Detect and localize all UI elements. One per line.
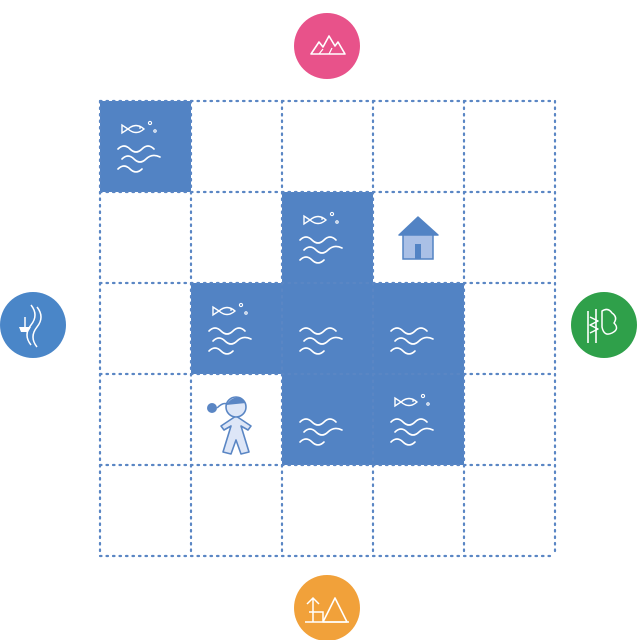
empty-cell[interactable] [191,101,282,192]
empty-cell[interactable] [191,465,282,556]
fish-waves-icon [299,211,343,264]
empty-cell[interactable] [373,101,464,192]
edge-tokens [0,13,637,640]
empty-cell[interactable] [100,374,191,465]
waves-icon [299,327,343,355]
empty-cell[interactable] [464,101,555,192]
fish-waves-icon [390,393,434,446]
empty-cell[interactable] [100,465,191,556]
left-river-boat-token[interactable] [0,292,66,358]
mountain-icon [310,35,346,55]
grid-cells [100,101,555,556]
empty-cell[interactable] [464,192,555,283]
river-boat-icon [19,304,42,348]
right-forest-token[interactable] [571,292,637,358]
top-mountain-token[interactable] [294,13,360,79]
empty-cell[interactable] [464,374,555,465]
empty-cell[interactable] [373,465,464,556]
waves-icon [390,327,434,355]
empty-cell[interactable] [282,101,373,192]
top-token-circle [294,13,360,79]
fish-waves-icon [208,302,252,355]
forest-icon [587,308,618,343]
cell-icons [117,120,439,455]
bottom-desert-tent-token[interactable] [294,575,360,640]
empty-cell[interactable] [191,192,282,283]
child-player-icon [207,396,252,455]
desert-tent-icon [305,596,349,623]
empty-cell[interactable] [464,465,555,556]
house-icon [398,216,439,260]
empty-cell[interactable] [100,192,191,283]
bottom-token-circle [294,575,360,640]
empty-cell[interactable] [282,465,373,556]
empty-cell[interactable] [464,283,555,374]
waves-icon [299,418,343,446]
left-token-circle [0,292,66,358]
right-token-circle [571,292,637,358]
fish-waves-icon [117,120,161,173]
empty-cell[interactable] [100,283,191,374]
grid-lines [98,99,557,558]
